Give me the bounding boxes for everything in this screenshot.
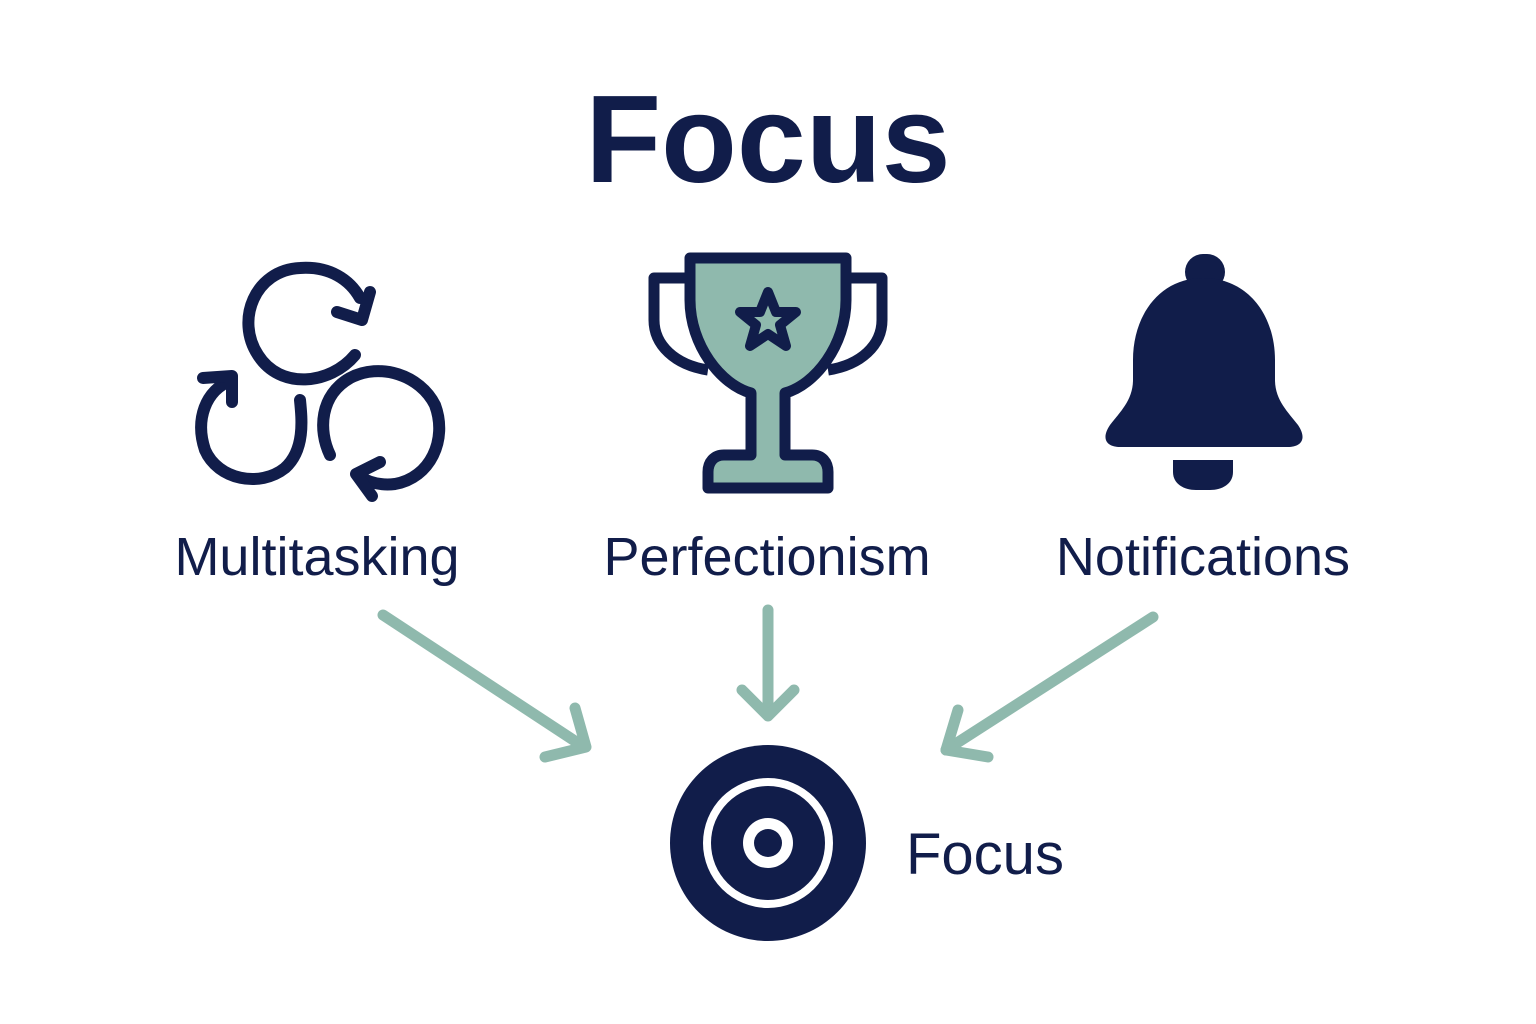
bell-icon [1105, 254, 1303, 490]
arrow-multitasking-to-focus [377, 609, 592, 763]
label-multitasking: Multitasking [174, 527, 460, 587]
arrow-perfectionism-to-focus [736, 604, 800, 722]
label-notifications: Notifications [1055, 527, 1351, 587]
cycle-arrows-icon [195, 261, 446, 502]
trophy-icon [648, 252, 888, 494]
target-icon [670, 745, 866, 941]
label-perfectionism: Perfectionism [603, 527, 931, 587]
label-focus: Focus [906, 822, 1064, 887]
diagram-title: Focus [585, 71, 951, 209]
arrow-notifications-to-focus [940, 611, 1159, 763]
